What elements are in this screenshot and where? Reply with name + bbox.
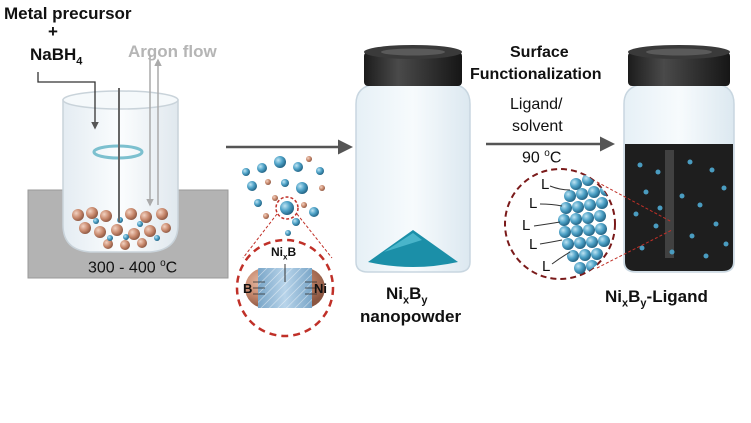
ligand-capped-surface: [558, 172, 612, 274]
argon-flow-arrows: [146, 55, 162, 207]
ligand-label-5: L: [542, 258, 551, 275]
core-base: Ni: [271, 245, 283, 259]
precursor-particles: [72, 207, 171, 250]
ligand-label-3: L: [522, 217, 531, 234]
nanopowder-label: nanopowder: [360, 307, 462, 326]
reagent-label-2: solvent: [512, 118, 563, 135]
degree-sign-2: o: [544, 148, 550, 159]
core-composition-label: NixB: [271, 245, 296, 261]
ligand-label-4: L: [529, 236, 538, 253]
ligand-suffix: -Ligand: [646, 287, 708, 306]
ligand-label-2: L: [529, 195, 538, 212]
nanopowder-formula: NixBy: [386, 284, 428, 306]
formula-x-1: x: [403, 294, 410, 307]
vial-nanopowder: [355, 45, 471, 273]
formula-ni-1: Ni: [386, 284, 403, 303]
formula-x-2: x: [622, 297, 629, 310]
ligand-tails: [533, 185, 571, 265]
ligand-product-label: NixBy-Ligand: [605, 287, 708, 309]
temperature-unit-1: C: [165, 259, 178, 277]
reductant-label: NaBH4: [30, 45, 82, 67]
temperature-value-1: 300 - 400: [88, 259, 161, 277]
temperature-value-2: 90: [522, 149, 545, 167]
temperature-label-2: 90 oC: [522, 148, 561, 167]
temperature-label-1: 300 - 400 oC: [88, 258, 177, 277]
boron-label: B: [243, 281, 253, 296]
temperature-unit-2: C: [549, 149, 562, 167]
formula-b-1: B: [409, 284, 422, 303]
reductant-base: NaBH: [30, 45, 77, 64]
nanoparticle-cluster: [242, 156, 325, 236]
vial-ligand-solution: [623, 45, 735, 273]
nickel-label: Ni: [314, 281, 327, 296]
particle-inset: [235, 238, 335, 338]
functionalization-title-1: Surface: [510, 44, 569, 61]
nanopowder-pile: [368, 230, 458, 267]
degree-sign-1: o: [160, 258, 166, 269]
formula-ni-2: Ni: [605, 287, 622, 306]
core-subscript: x: [283, 252, 288, 262]
reaction-beaker: [62, 88, 179, 253]
argon-flow-label: Argon flow: [128, 42, 217, 61]
dispersed-particles: [633, 159, 729, 259]
formula-y-1: y: [421, 294, 428, 307]
core-end: B: [287, 245, 297, 259]
reagent-label-1: Ligand/: [510, 96, 563, 113]
formula-b-2: B: [628, 287, 641, 306]
formula-y-2: y: [640, 297, 647, 310]
dark-solution: [625, 144, 733, 271]
precursor-label: Metal precursor: [4, 4, 132, 23]
reductant-subscript: 4: [76, 55, 83, 68]
ligand-label-1: L: [541, 176, 550, 193]
functionalization-title-2: Functionalization: [470, 66, 602, 83]
reagent-line: [37, 72, 99, 130]
ligand-inset: [504, 168, 616, 280]
plus-sign: +: [48, 22, 58, 41]
